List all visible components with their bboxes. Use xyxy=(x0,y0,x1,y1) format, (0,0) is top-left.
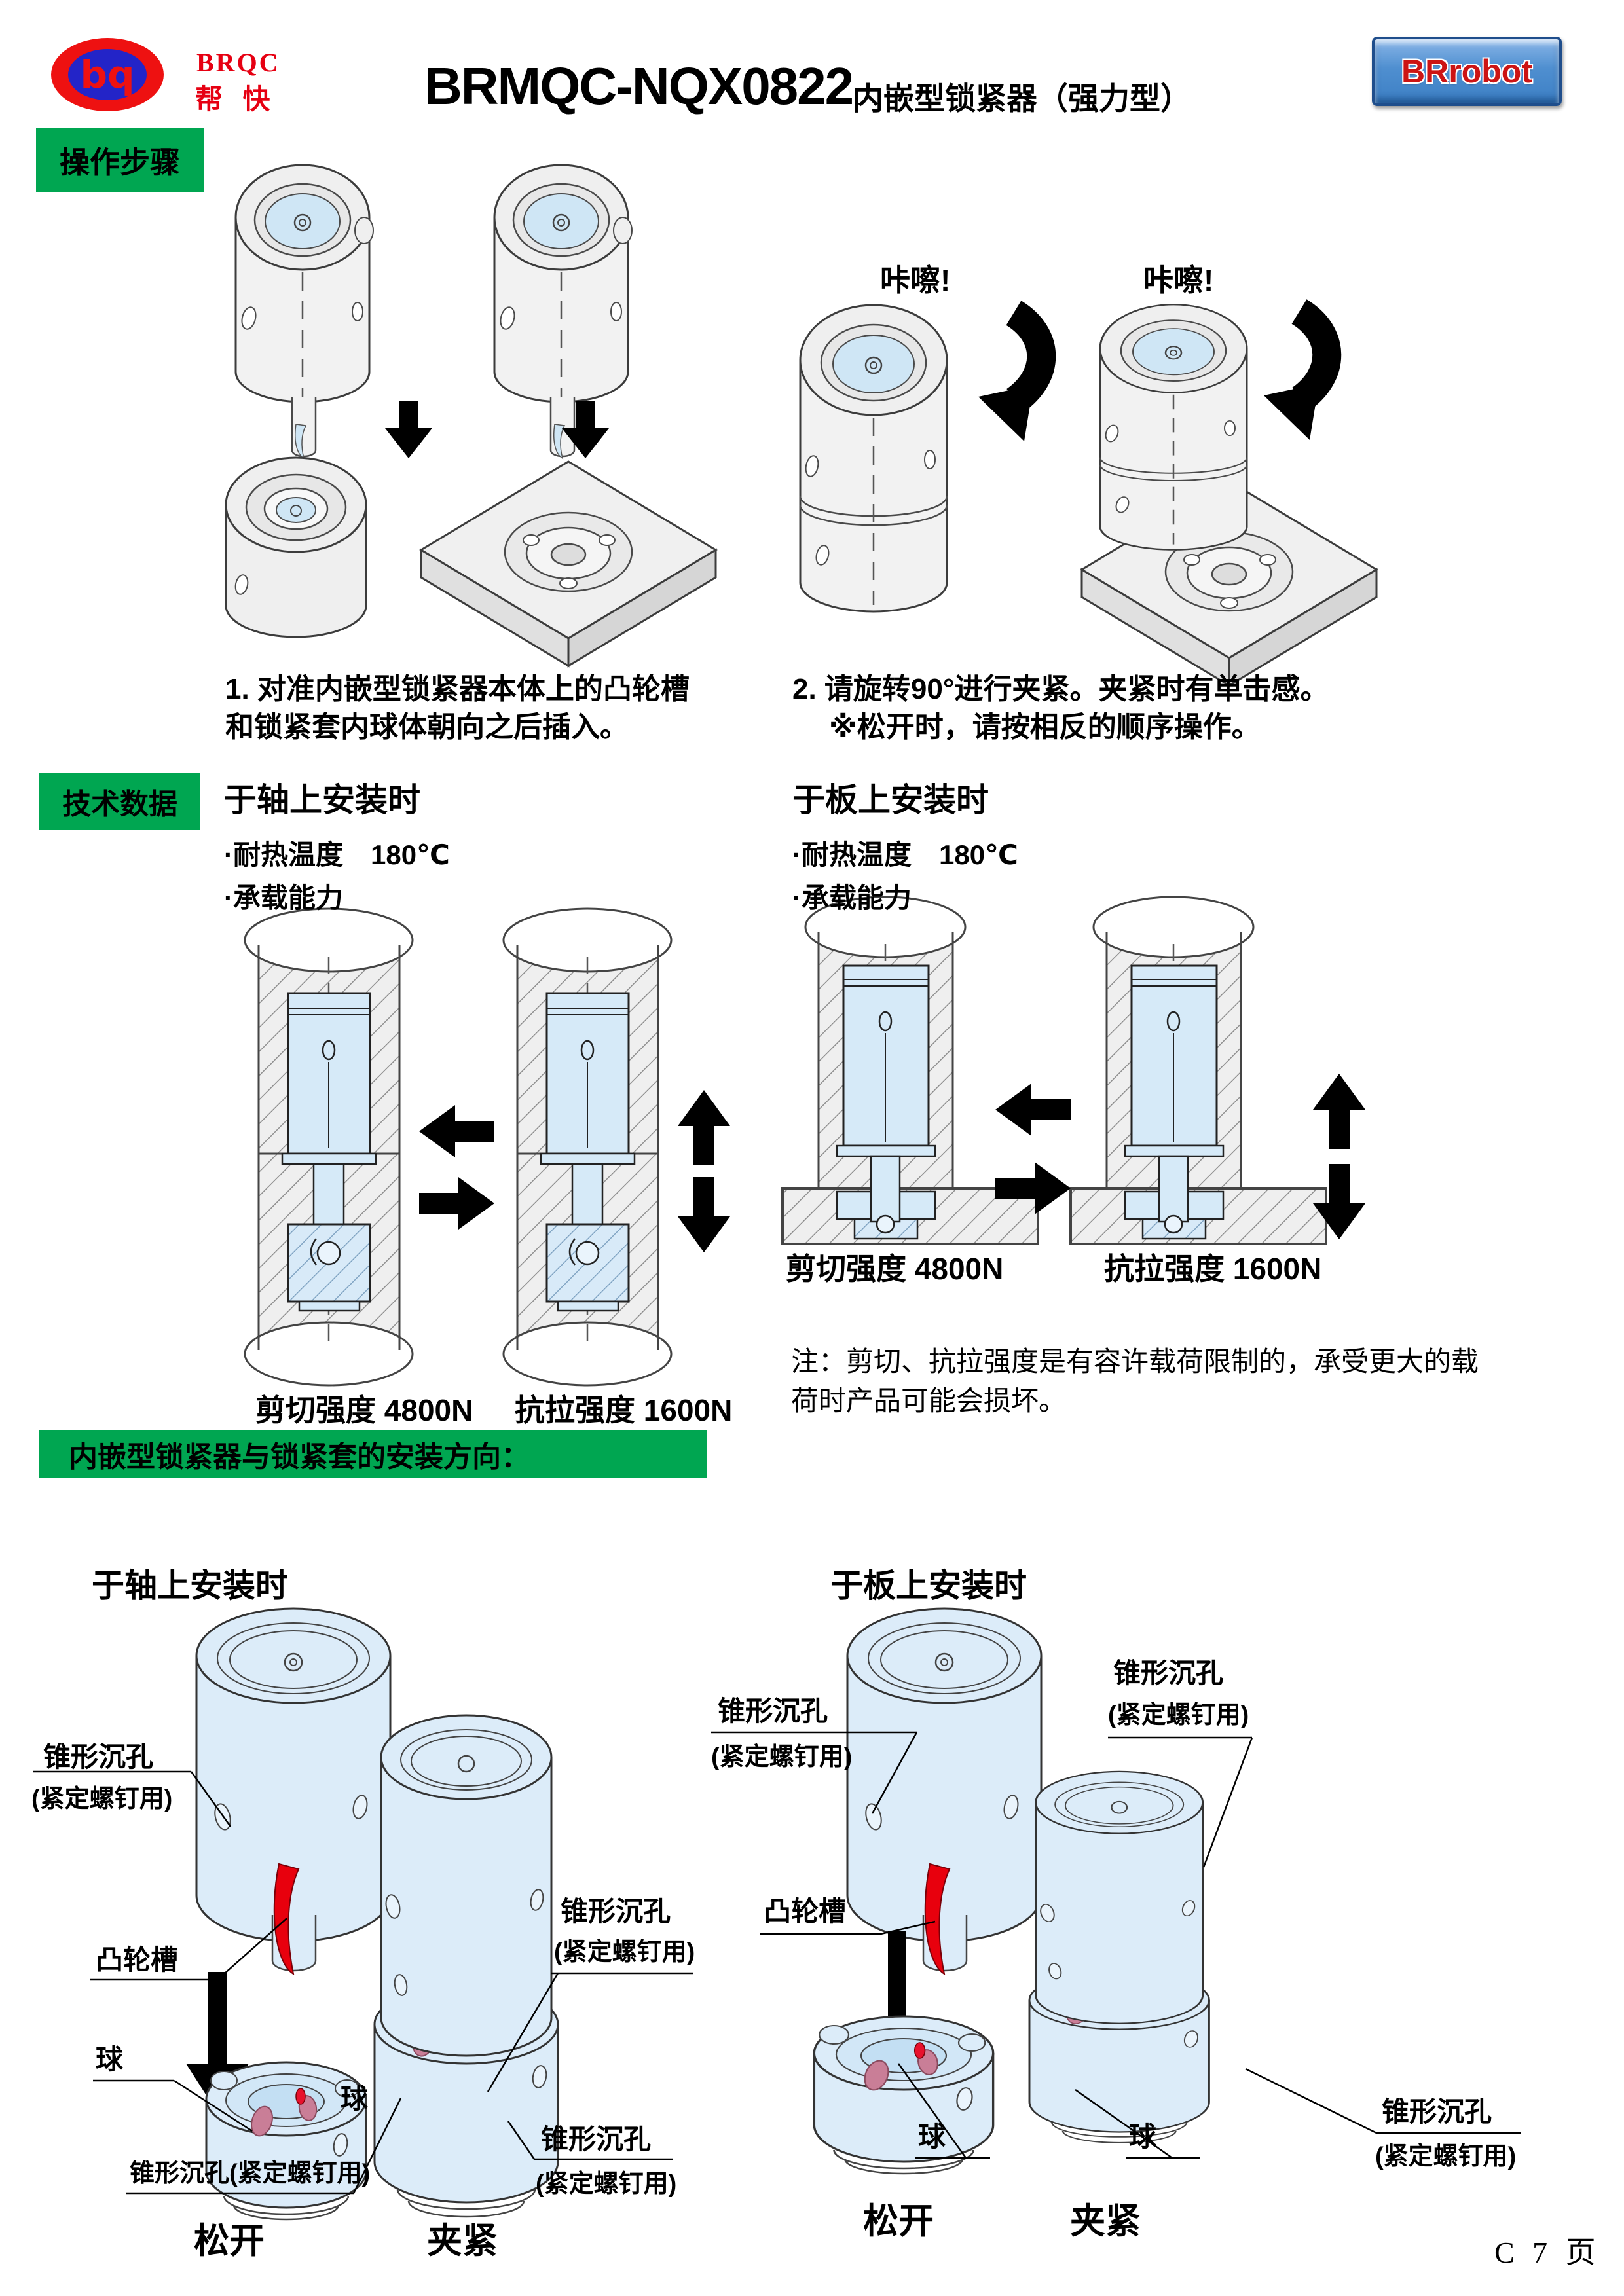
click-sound-label-1: 咔嚓! xyxy=(880,263,951,297)
page-number: C 7 页 xyxy=(1494,2236,1601,2269)
callout-taper-hole-shaft-bottom-2: (紧定螺钉用) xyxy=(536,2170,677,2198)
step1-text-line1: 1. 对准内嵌型锁紧器本体上的凸轮槽 xyxy=(225,673,690,705)
brand-logo-initials: bq xyxy=(80,52,135,97)
step1-text-line2: 和锁紧套内球体朝向之后插入。 xyxy=(225,711,629,743)
callout-cam-slot-shaft: 凸轮槽 xyxy=(96,1944,179,1975)
direction-shaft-heading: 于轴上安装时 xyxy=(92,1567,288,1604)
callout-taper-hole-board-right-1: 锥形沉孔 xyxy=(1382,2096,1492,2127)
page-title: BRMQC-NQX0822 xyxy=(424,57,854,115)
step2-text-line1: 2. 请旋转90°进行夹紧。夹紧时有单击感。 xyxy=(792,673,1329,705)
callout-taper-hole-shaft-inline: 锥形沉孔(紧定螺钉用) xyxy=(130,2160,371,2187)
callout-taper-hole-shaft-clamp-2: (紧定螺钉用) xyxy=(554,1939,695,1966)
shaft-shear-strength-label: 剪切强度 4800N xyxy=(255,1393,473,1427)
callout-ball-board-release: 球 xyxy=(918,2121,946,2152)
shaft-tensile-strength-label: 抗拉强度 1600N xyxy=(515,1393,733,1427)
callout-taper-hole-board-left-2: (紧定螺钉用) xyxy=(711,1743,853,1771)
brand-name: BRQC xyxy=(196,48,280,77)
callout-leader-lines xyxy=(33,1731,1521,2195)
callout-ball-board-clamp: 球 xyxy=(1129,2121,1157,2152)
step2-text-line2: ※松开时，请按相反的顺序操作。 xyxy=(829,711,1261,743)
brand-name-cn: 帮 快 xyxy=(195,85,277,115)
click-sound-label-2: 咔嚓! xyxy=(1143,263,1214,297)
callout-taper-hole-board-right-2: (紧定螺钉用) xyxy=(1375,2143,1517,2170)
shaft-direction-illustration xyxy=(186,1607,559,2221)
callout-taper-hole-shaft-bottom-1: 锥形沉孔 xyxy=(541,2124,652,2155)
board-direction-illustration xyxy=(813,1607,1210,2175)
section-label-operation: 操作步骤 xyxy=(36,128,204,192)
callout-ball-shaft-clamp: 球 xyxy=(341,2083,369,2114)
load-limit-note-line1: 注：剪切、抗拉强度是有容许载荷限制的，承受更大的载 xyxy=(791,1347,1479,1377)
product-subtitle: 内嵌型锁紧器（强力型） xyxy=(853,81,1191,116)
tech-board-heading: 于板上安装时 xyxy=(792,782,989,818)
board-shear-strength-label: 剪切强度 4800N xyxy=(786,1252,1004,1286)
load-limit-note-line2: 荷时产品可能会损坏。 xyxy=(791,1387,1067,1417)
callout-taper-hole-board-top-1: 锥形沉孔 xyxy=(1113,1658,1224,1688)
callout-taper-hole-board-left-1: 锥形沉孔 xyxy=(718,1696,828,1726)
release-label-board: 松开 xyxy=(863,2202,934,2241)
callout-cam-slot-board: 凸轮槽 xyxy=(764,1896,847,1927)
tech-board-heat-row: ·耐热温度 180℃ xyxy=(792,839,1018,870)
step1-plate xyxy=(420,460,717,667)
section-label-direction: 内嵌型锁紧器与锁紧套的安装方向： xyxy=(39,1430,707,1478)
callout-ball-shaft-release: 球 xyxy=(96,2044,124,2075)
clamp-label-board: 夹紧 xyxy=(1070,2202,1141,2241)
board-mount-sections xyxy=(781,896,1365,1245)
tech-shaft-load-row: ·承载能力 xyxy=(224,883,343,913)
brand-logo-inner: bq xyxy=(68,49,147,100)
step1-sleeve xyxy=(225,456,367,638)
step2-rotate-illustrations xyxy=(799,304,1378,687)
brand-logo: bq xyxy=(51,38,164,111)
callout-taper-hole-board-top-2: (紧定螺钉用) xyxy=(1108,1702,1249,1729)
insert-arrow-left xyxy=(385,401,432,458)
shaft-mount-sections xyxy=(244,907,730,1387)
tech-board-load-row: ·承载能力 xyxy=(792,883,912,913)
tech-shaft-heat-row: ·耐热温度 180℃ xyxy=(224,839,450,870)
brrobot-button[interactable]: BRrobot xyxy=(1372,37,1562,106)
callout-taper-hole-shaft-clamp-1: 锥形沉孔 xyxy=(561,1896,671,1927)
section-label-tech: 技术数据 xyxy=(39,773,200,830)
callout-taper-hole-shaft-left-2: (紧定螺钉用) xyxy=(31,1785,173,1813)
brrobot-button-label: BRrobot xyxy=(1401,53,1532,90)
release-label-shaft: 松开 xyxy=(194,2221,265,2261)
step1-body-cylinder xyxy=(234,164,633,460)
direction-board-heading: 于板上安装时 xyxy=(830,1567,1027,1604)
board-tensile-strength-label: 抗拉强度 1600N xyxy=(1104,1252,1322,1286)
callout-taper-hole-shaft-left-1: 锥形沉孔 xyxy=(43,1741,154,1772)
clamp-label-shaft: 夹紧 xyxy=(427,2221,498,2261)
tech-shaft-heading: 于轴上安装时 xyxy=(224,782,420,818)
